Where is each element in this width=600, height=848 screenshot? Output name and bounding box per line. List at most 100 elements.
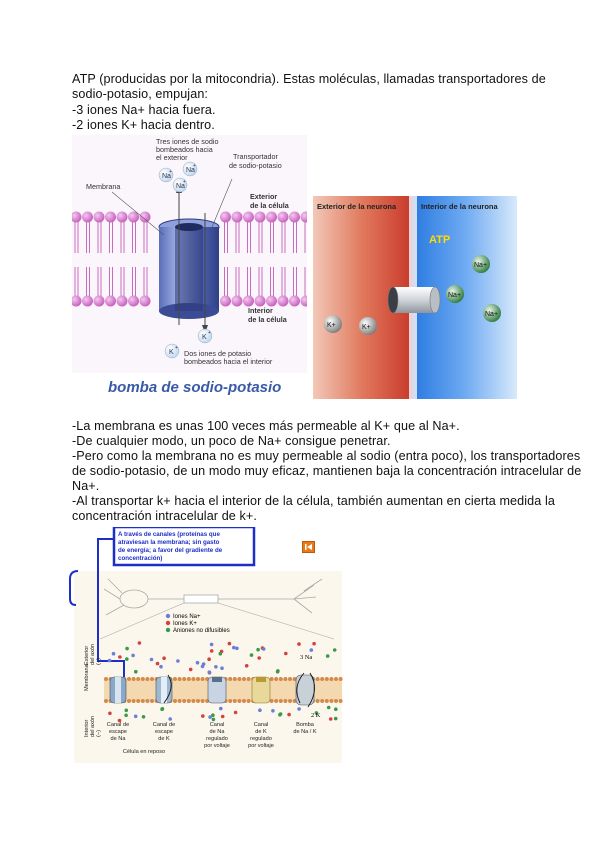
transporter-protein [158,218,220,319]
na-ion: Na+ [472,255,490,273]
svg-text:3 Na: 3 Na [300,654,312,661]
svg-text:Na+: Na+ [474,262,487,269]
text-line-2: sodio-potasio, empujan: [72,87,209,101]
figure-ion-channels: A través de canales (proteínas que atrav… [64,525,344,763]
label-exterior: Exterior [250,192,277,201]
svg-text:atraviesan la membrana; sin ga: atraviesan la membrana; sin gasto [118,539,220,546]
text-line-11: concentración intracelular de k+. [72,509,257,523]
svg-text:Aniones no difusibles: Aniones no difusibles [173,628,230,634]
label-two-ions: Dos iones de potasio [184,349,251,358]
svg-text:concentración): concentración) [118,555,162,562]
svg-text:Na: Na [186,167,195,174]
lipid-bilayer [70,211,312,307]
svg-text:de Na / K: de Na / K [293,729,317,735]
svg-text:el exterior: el exterior [156,153,188,162]
text-line-8: de sodio-potasio, de un modo muy eficaz,… [72,464,582,478]
text-line-1: ATP (producidas por la mitocondria). Est… [72,72,546,86]
svg-text:K+: K+ [327,322,336,329]
ion-dots [107,641,338,723]
label-three-ions: Tres iones de sodio [156,137,218,146]
pump-channel [387,286,441,314]
svg-text:de K: de K [255,729,267,735]
svg-text:Canal: Canal [210,722,225,728]
channel-na-voltage [207,676,227,704]
svg-text:por voltaje: por voltaje [204,743,230,749]
exterior-title: Exterior de la neurona [317,202,397,211]
na-ion: Na+ [158,167,174,183]
svg-text:escape: escape [155,729,173,735]
svg-text:+: + [175,345,178,351]
svg-text:K+: K+ [362,324,371,331]
svg-text:regulado: regulado [250,736,272,742]
channel-k-voltage [251,676,271,704]
atp-label: ATP [429,234,450,246]
svg-text:Iones Na+: Iones Na+ [173,614,201,620]
na-ion: Na+ [182,161,198,177]
neuron-sketch [103,578,323,616]
svg-text:+: + [169,169,172,175]
svg-text:bombeados hacia: bombeados hacia [156,145,213,154]
back-icon[interactable] [302,541,315,553]
label-interior: Interior [248,306,273,315]
svg-text:K: K [202,334,207,341]
svg-text:Iones K+: Iones K+ [173,621,197,627]
svg-text:Na+: Na+ [448,292,461,299]
interior-title: Interior de la neurona [421,202,499,211]
svg-text:de Na: de Na [210,729,226,735]
k-ion: K+ [324,315,342,333]
svg-text:bombeados hacia el interior: bombeados hacia el interior [184,357,273,366]
text-line-3: -3 iones Na+ hacia fuera. [72,103,216,117]
svg-text:del axón: del axón [90,644,96,665]
figure-caption: bomba de sodio-potasio [108,379,281,396]
svg-text:por voltaje: por voltaje [248,743,274,749]
svg-text:K: K [169,349,174,356]
text-line-10: -Al transportar k+ hacia el interior de … [72,494,555,508]
pump-na-k: 3 Na 2 K [295,654,321,719]
k-ion: K+ [359,317,377,335]
svg-text:de Na: de Na [111,736,127,742]
svg-text:(−): (−) [96,730,102,737]
svg-text:+: + [193,163,196,169]
legend: Iones Na+ Iones K+ Aniones no difusibles [165,613,230,634]
svg-text:2 K: 2 K [311,712,321,719]
text-line-9: Na+. [72,479,100,493]
svg-text:Na: Na [162,173,171,180]
svg-text:+: + [208,330,211,336]
svg-text:de la célula: de la célula [250,201,290,210]
svg-text:de la célula: de la célula [248,315,288,324]
svg-text:A través de canales (proteínas: A través de canales (proteínas que [118,531,220,538]
svg-text:regulado: regulado [206,736,228,742]
svg-text:(+): (+) [96,658,102,665]
svg-text:Canal de: Canal de [107,722,129,728]
svg-text:de energía; a favor del gradie: de energía; a favor del gradiente de [118,547,223,554]
svg-text:Canal: Canal [254,722,269,728]
k-ion: K+ [164,343,180,359]
svg-text:escape: escape [109,729,127,735]
k-ion: K+ [197,328,213,344]
label-membrane: Membrana [86,182,120,191]
text-line-5: -La membrana es unas 100 veces más perme… [72,419,460,433]
text-line-6: -De cualquier modo, un poco de Na+ consi… [72,434,391,448]
svg-text:de K: de K [158,736,170,742]
svg-text:Na: Na [176,183,185,190]
svg-text:Na+: Na+ [485,311,498,318]
svg-text:Canal de: Canal de [153,722,175,728]
callout-box [112,525,256,567]
figure-sodium-potassium-pump: Na+ Na+ Na+ K+ K+ Tres iones de sodio bo… [70,135,312,400]
label-transporter: Transportador [233,152,278,161]
channel-na-leak [109,676,127,704]
svg-text:de sodio-potasio: de sodio-potasio [229,161,282,170]
na-ion: Na+ [446,285,464,303]
svg-text:Interior: Interior [84,719,90,737]
svg-text:+: + [183,179,186,185]
na-ion: Na+ [483,304,501,322]
svg-text:del axón: del axón [90,716,96,737]
na-ion: Na+ [172,177,188,193]
text-line-4: -2 iones K+ hacia dentro. [72,118,215,132]
svg-text:Exterior: Exterior [84,646,90,665]
svg-text:Membrana: Membrana [84,663,90,691]
resting-cell-label: Célula en reposo [123,749,165,755]
figure-neuron-membrane: Exterior de la neurona Interior de la ne… [313,196,517,399]
channel-k-leak [155,674,173,704]
svg-text:Bomba: Bomba [296,722,315,728]
